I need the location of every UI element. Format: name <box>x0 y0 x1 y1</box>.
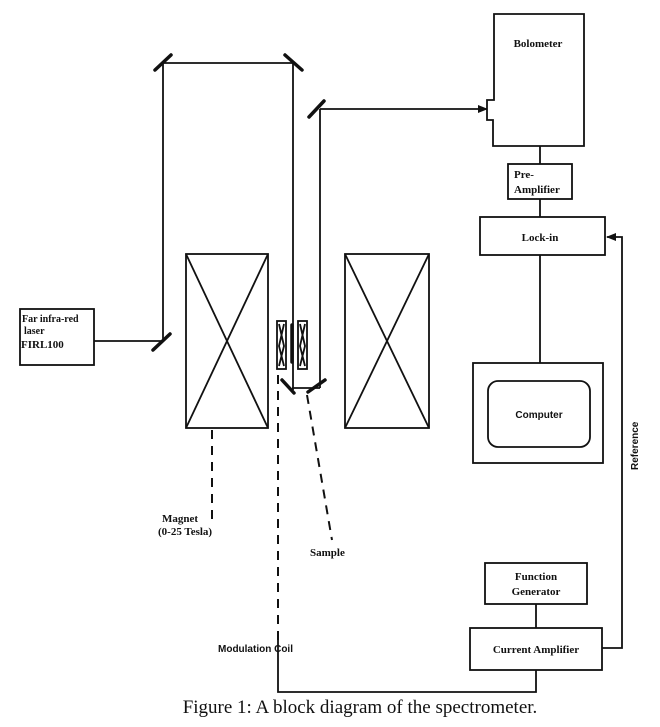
lock-in-box <box>479 216 606 256</box>
computer-screen <box>487 380 591 448</box>
laser-label-line1: Far infra-red <box>22 314 79 325</box>
sample-leader-line <box>306 394 333 541</box>
current-amplifier-block: Current Amplifier <box>469 627 603 671</box>
pre-amplifier-block: Pre- Amplifier <box>507 163 573 200</box>
computer-block: Computer <box>472 362 604 464</box>
modulation-coil-right-rect <box>297 320 308 370</box>
mirror-bottom-sample-left <box>280 378 296 395</box>
magnet-label-line2: (0-25 Tesla) <box>158 526 212 538</box>
sample-assembly <box>276 320 308 370</box>
modulation-coil-right-winding <box>299 323 306 367</box>
lock-in-label: Lock-in <box>522 232 559 244</box>
laser-box <box>19 308 95 366</box>
laser-block: Far infra-red laser FIRL100 <box>19 308 95 366</box>
bolometer-block: Bolometer <box>486 13 585 147</box>
laser-label-line2: laser <box>24 326 45 337</box>
coil-cross-line <box>344 253 430 429</box>
function-generator-box <box>484 562 588 605</box>
bolometer-box <box>486 13 585 147</box>
function-generator-block: Function Generator <box>484 562 588 605</box>
bolometer-label: Bolometer <box>514 38 563 50</box>
mirror-upper-right <box>307 99 326 119</box>
mirror-bottom-left <box>151 332 172 352</box>
modulation-coil-left-winding <box>278 323 285 367</box>
sample-label: Sample <box>310 547 345 559</box>
reference-label: Reference <box>630 421 641 470</box>
laser-label-line3: FIRL100 <box>21 339 64 351</box>
reference-signal-line <box>602 233 623 649</box>
computer-label: Computer <box>515 410 562 421</box>
function-generator-label-line2: Generator <box>512 586 561 598</box>
coil-cross-line <box>185 253 269 429</box>
modulation-coil-left-rect <box>276 320 287 370</box>
function-generator-label-line1: Function <box>515 571 557 583</box>
magnet-right <box>344 253 430 429</box>
modulation-coil-label: Modulation Coil <box>218 644 293 655</box>
magnet-label-line1: Magnet <box>162 513 198 525</box>
current-amp-to-modulation-coil-line <box>277 640 537 693</box>
mirror-bottom-sample-right <box>306 378 327 394</box>
pre-amplifier-label-line2: Amplifier <box>514 184 560 196</box>
lock-in-block: Lock-in <box>479 216 606 256</box>
current-amplifier-box <box>469 627 603 671</box>
pre-amplifier-box <box>507 163 573 200</box>
magnet-left <box>185 253 269 429</box>
pre-amplifier-label-line1: Pre- <box>514 169 534 181</box>
mirror-top-right <box>283 53 304 72</box>
current-amplifier-label: Current Amplifier <box>493 644 579 656</box>
figure-caption: Figure 1: A block diagram of the spectro… <box>183 697 538 718</box>
